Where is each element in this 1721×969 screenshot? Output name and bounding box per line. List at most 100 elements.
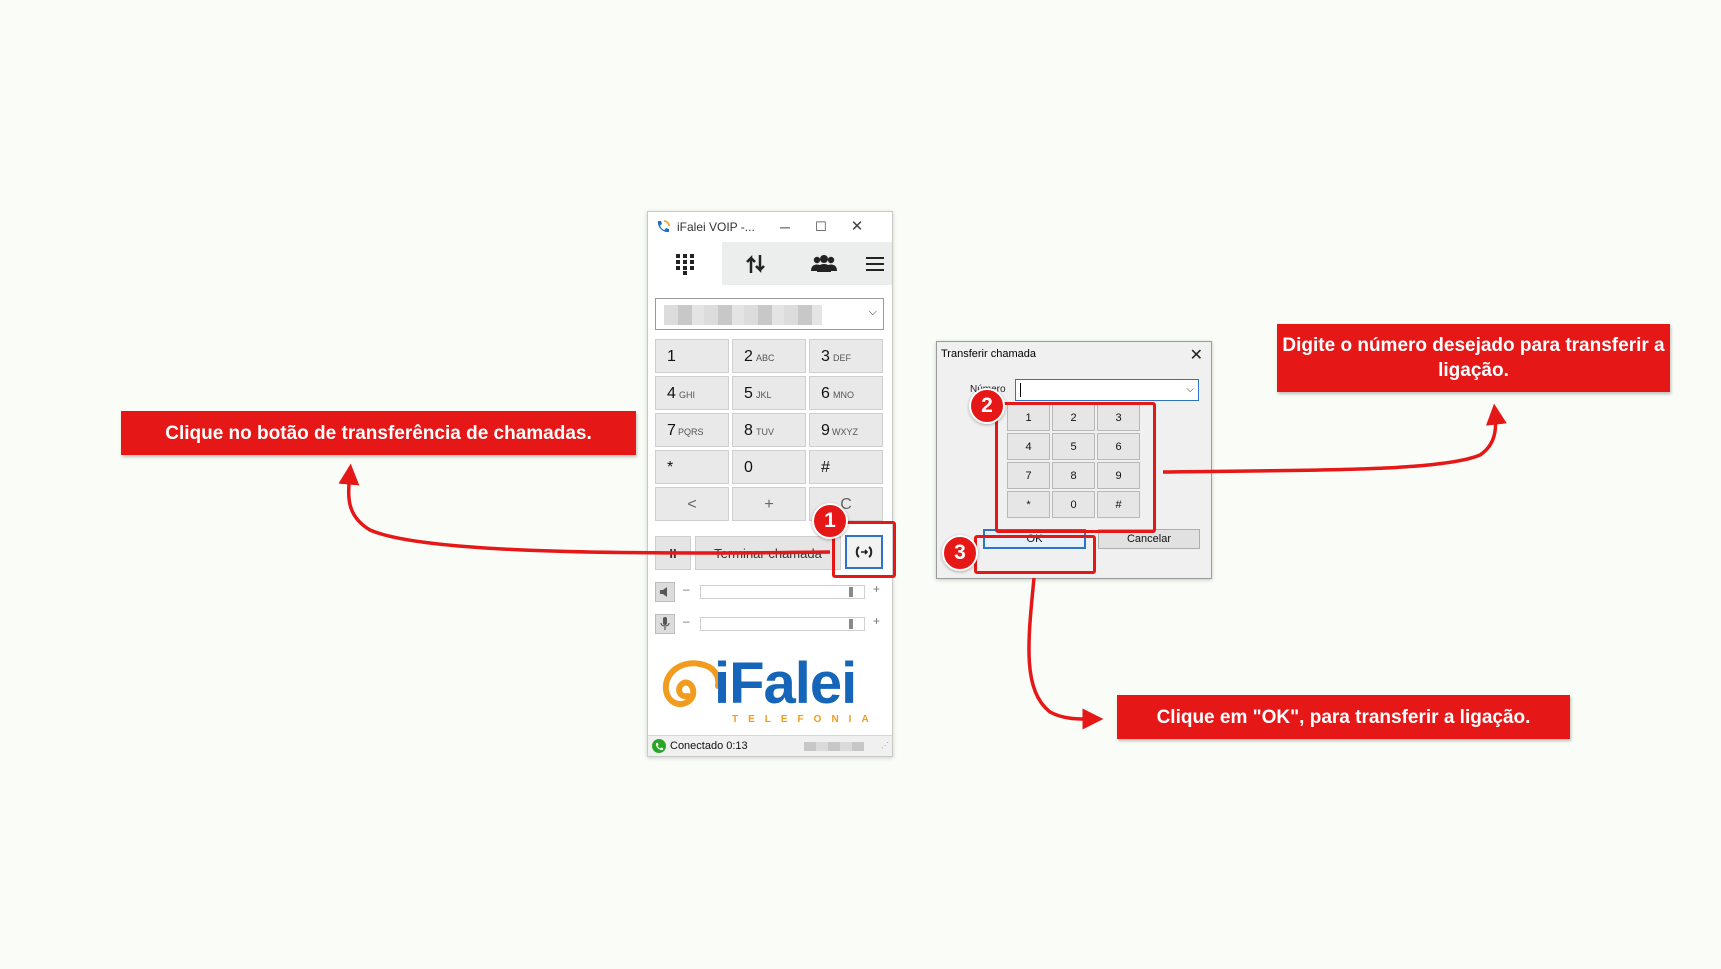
key-digit: 3 (821, 348, 830, 365)
tab-transfer[interactable] (722, 242, 790, 285)
speaker-plus: + (873, 582, 881, 596)
dialog-key[interactable]: 6 (1097, 433, 1140, 460)
transfer-call-button[interactable] (845, 535, 883, 569)
speaker-icon (660, 587, 667, 597)
dialog-key[interactable]: 7 (1007, 462, 1050, 489)
arrow-1 (338, 463, 831, 555)
contacts-icon (811, 254, 837, 272)
step-badge-1: 1 (812, 503, 848, 539)
chevron-down-icon[interactable]: ⌵ (868, 306, 877, 318)
key-digit: 5 (744, 385, 753, 402)
key-letters: PQRS (678, 427, 704, 437)
dialog-key[interactable]: 4 (1007, 433, 1050, 460)
logo-text: iFalei (714, 651, 857, 716)
arrow-3 (1027, 577, 1104, 730)
call-transfer-icon (855, 546, 873, 558)
key-letters: WXYZ (832, 427, 858, 437)
key-letters: DEF (833, 353, 851, 363)
key-letters: GHI (679, 390, 696, 400)
number-input[interactable]: ⌵ (1015, 379, 1199, 401)
key-label: < (687, 496, 697, 513)
logo-subtitle: TELEFONIA (732, 714, 879, 725)
dialog-key[interactable]: 0 (1052, 491, 1095, 518)
key-digit: # (821, 459, 830, 476)
key-digit: 4 (667, 385, 676, 402)
connected-status-icon (652, 739, 666, 753)
key-digit: 6 (821, 385, 830, 402)
dialog-key[interactable]: 1 (1007, 404, 1050, 431)
step-badge-2: 2 (969, 388, 1005, 424)
transfer-arrows-icon (746, 254, 765, 273)
key-digit: 7 (667, 422, 676, 439)
speaker-volume-slider[interactable] (700, 585, 865, 599)
tab-bar (648, 242, 892, 285)
mic-volume-slider[interactable] (700, 617, 865, 631)
dialog-key[interactable]: 8 (1052, 462, 1095, 489)
key-digit: 9 (821, 422, 830, 439)
redacted-number (664, 305, 822, 325)
status-bar: Conectado 0:13 ⋰ (648, 735, 892, 756)
hamburger-menu-icon (866, 256, 884, 271)
arrow-2 (1162, 403, 1507, 474)
key-letters: ABC (756, 353, 775, 363)
callout-2: Digite o número desejado para transferir… (1277, 324, 1670, 392)
dialog-key[interactable]: 9 (1097, 462, 1140, 489)
number-combobox[interactable]: ⌵ (655, 298, 884, 330)
callout-3: Clique em "OK", para transferir a ligaçã… (1117, 695, 1570, 739)
speaker-minus: – (683, 582, 690, 596)
dialpad-key[interactable]: 1 (655, 339, 729, 373)
dialog-key[interactable]: * (1007, 491, 1050, 518)
resize-grip-icon[interactable]: ⋰ (881, 741, 889, 750)
logo-swirl-icon (662, 660, 722, 708)
menu-button[interactable] (858, 242, 892, 285)
dialpad-key[interactable]: # (809, 450, 883, 484)
key-label: C (840, 496, 852, 513)
mic-plus: + (873, 614, 881, 628)
key-digit: 0 (744, 459, 753, 476)
step-badge-3: 3 (942, 535, 978, 571)
speaker-mute-button[interactable] (655, 582, 675, 602)
key-digit: 8 (744, 422, 753, 439)
mic-mute-button[interactable] (655, 614, 675, 634)
mic-slider-thumb[interactable] (849, 619, 853, 629)
key-letters: TUV (756, 427, 774, 437)
cancel-button[interactable]: Cancelar (1098, 529, 1200, 549)
chevron-down-icon[interactable]: ⌵ (1186, 384, 1194, 395)
speaker-slider-thumb[interactable] (849, 587, 853, 597)
dialog-key[interactable]: 5 (1052, 433, 1095, 460)
highlight-dialog-keypad (995, 402, 1156, 533)
key-letters: MNO (833, 390, 854, 400)
key-digit: 2 (744, 348, 753, 365)
dialog-key[interactable]: # (1097, 491, 1140, 518)
text-caret (1020, 383, 1021, 397)
close-icon[interactable]: ✕ (850, 218, 864, 235)
callout-1: Clique no botão de transferência de cham… (121, 411, 636, 455)
backspace-key[interactable]: < (655, 487, 729, 521)
highlight-ok-button (974, 535, 1096, 574)
minimize-icon[interactable]: ─ (780, 219, 790, 235)
tab-contacts[interactable] (790, 242, 858, 285)
maximize-icon[interactable]: ☐ (815, 219, 827, 234)
plus-key[interactable]: + (732, 487, 806, 521)
tab-dialpad[interactable] (648, 242, 722, 285)
key-digit: * (667, 459, 674, 476)
ifalei-logo: iFalei TELEFONIA (660, 652, 882, 732)
title-bar[interactable]: iFalei VOIP -... ─ ☐ ✕ (648, 212, 892, 242)
dialpad-key[interactable]: * (655, 450, 729, 484)
close-icon[interactable]: ✕ (1189, 347, 1203, 364)
connection-status: Conectado 0:13 (670, 740, 748, 752)
mic-minus: – (683, 614, 690, 628)
key-label: + (764, 496, 774, 513)
dialpad-key[interactable]: 0 (732, 450, 806, 484)
window-title: iFalei VOIP -... (677, 220, 755, 234)
key-digit: 1 (667, 348, 676, 365)
